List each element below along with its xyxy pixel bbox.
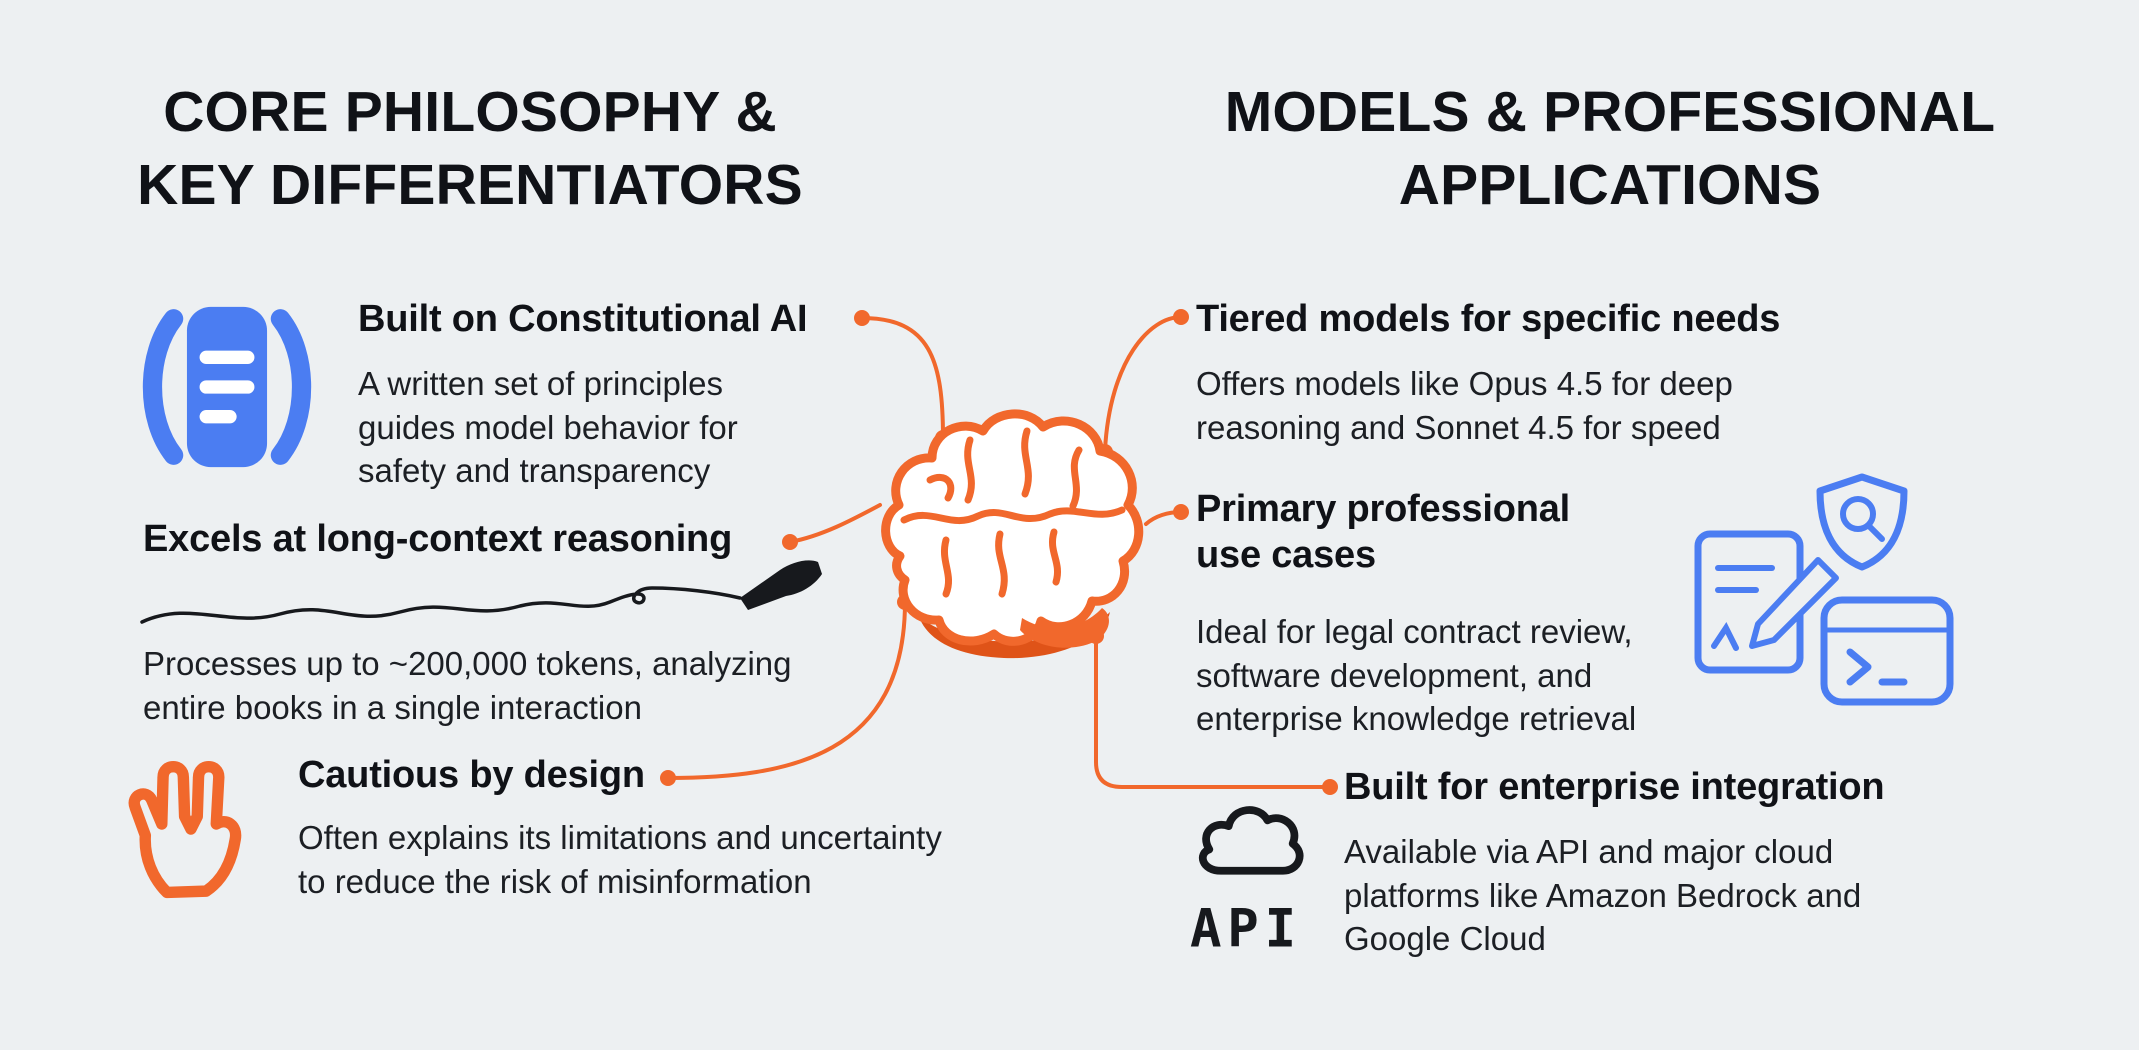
heading-long-context: Excels at long-context reasoning (143, 518, 733, 560)
hand-outline (128, 761, 242, 899)
heading-constitutional-ai: Built on Constitutional AI (358, 298, 808, 340)
squiggle-line (140, 586, 742, 624)
body-tiered-models: Offers models like Opus 4.5 for deep rea… (1196, 365, 1733, 446)
vulcan-hand-icon (128, 761, 242, 899)
document-pencil-icon (1694, 530, 1839, 674)
cloud-icon (1198, 806, 1304, 875)
body-constitutional-ai: A written set of principles guides model… (358, 365, 738, 490)
pen-icon (740, 560, 822, 610)
body-cautious: Often explains its limitations and uncer… (298, 819, 942, 900)
heading-cautious: Cautious by design (298, 754, 645, 796)
brain-icon (881, 409, 1144, 659)
pen-squiggle-icon (140, 560, 822, 624)
magnifier-icon (1840, 496, 1876, 532)
connector-long-context (788, 503, 882, 544)
connector-constitutional-ai (860, 316, 945, 440)
heading-tiered-models: Tiered models for specific needs (1196, 298, 1781, 340)
terminal-icon (1820, 596, 1954, 706)
cloud-api-icon: API (1190, 806, 1304, 959)
shield-search-icon (1816, 473, 1908, 571)
connector-enterprise (1094, 638, 1332, 789)
brain-gyri-lines (900, 427, 1126, 598)
api-label: API (1190, 898, 1302, 959)
left-section-title: CORE PHILOSOPHY & KEY DIFFERENTIATORS (137, 80, 803, 217)
connector-tiered-models (1103, 315, 1183, 452)
body-use-cases: Ideal for legal contract review, softwar… (1196, 613, 1637, 738)
brain-outline (881, 409, 1144, 646)
body-enterprise: Available via API and major cloud platfo… (1344, 833, 1862, 958)
terminal-prompt-icon (1846, 648, 1872, 686)
document-right-flap (270, 309, 312, 465)
document-text-lines (199, 350, 255, 424)
heading-enterprise: Built for enterprise integration (1344, 766, 1885, 808)
pencil-icon (1749, 557, 1839, 649)
right-section-title: MODELS & PROFESSIONAL APPLICATIONS (1224, 80, 1996, 217)
use-case-icons (1694, 473, 1954, 706)
brain-lobe (1020, 608, 1109, 648)
heading-use-cases: Primary professional use cases (1196, 488, 1571, 577)
document-icon (142, 306, 312, 468)
body-long-context: Processes up to ~200,000 tokens, analyzi… (143, 645, 792, 726)
connector-cautious (666, 600, 907, 780)
document-left-flap (142, 309, 184, 465)
